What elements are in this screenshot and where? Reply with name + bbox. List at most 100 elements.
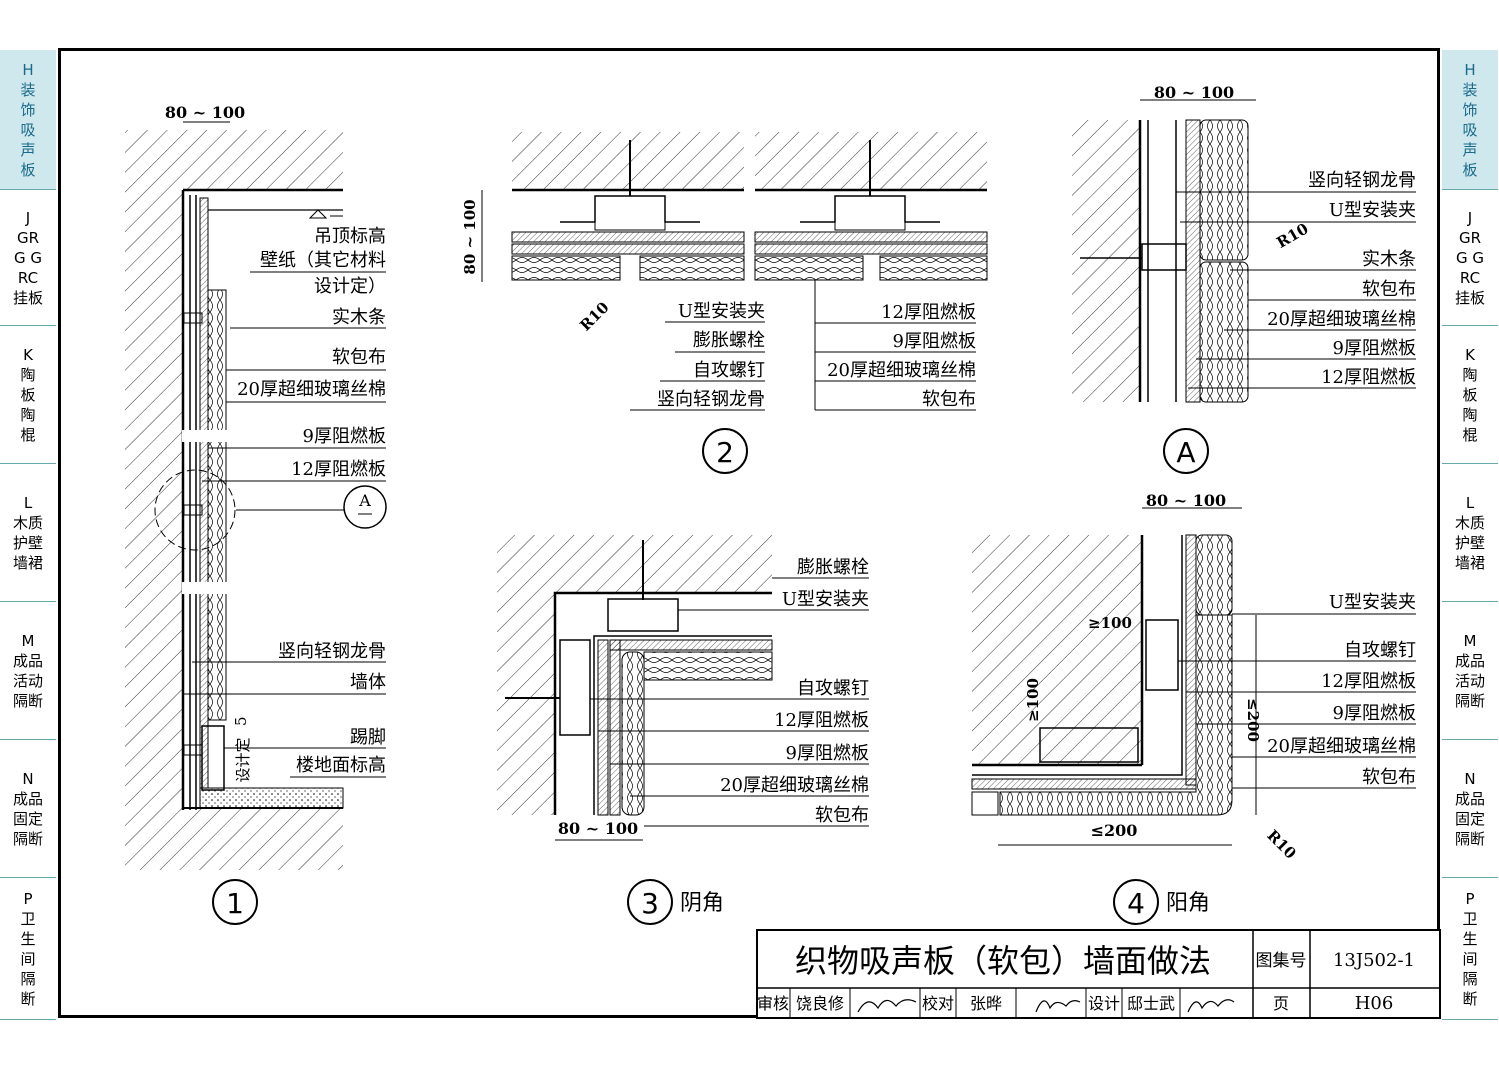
detail-4-number: 4 [1127,887,1145,920]
label-soft-fabric: 软包布 [815,805,869,826]
label-steel-keel: 竖向轻钢龙骨 [278,641,386,662]
check-label: 校对 [922,994,954,1013]
sidebar-item-label: 成品固定隔断 [1454,789,1485,848]
label-u-clip: U型安装夹 [1329,200,1416,221]
sidebar-item-label: 卫生间隔断 [20,909,36,1008]
dim-80-100: 80 ~ 100 [1146,491,1226,510]
reviewer-name: 饶良修 [796,994,844,1013]
detail-3: 80 ~ 100 膨胀螺栓 U型安装夹 自攻螺钉 12厚阻燃板 9厚阻燃板 20… [497,535,869,925]
label-self-tapping-screw: 自攻螺钉 [1344,640,1416,661]
label-u-clip: U型安装夹 [678,301,765,322]
detail-a-letter: A [1176,436,1195,469]
sidebar-item-label: 装饰吸声板 [20,80,36,179]
page-label: 页 [1273,994,1289,1013]
label-12-board: 12厚阻燃板 [881,302,976,323]
sidebar-item-label: 木质护壁墙裙 [1454,513,1485,572]
sidebar-item-label: 成品活动隔断 [1454,651,1485,710]
page-number: H06 [1355,993,1394,1014]
atlas-number: 13J502-1 [1333,950,1415,971]
sidebar-item-label: 卫生间隔断 [1462,909,1478,1008]
label-self-tapping-screw: 自攻螺钉 [693,360,765,381]
sidebar-item-label: 陶板陶棍 [1462,365,1478,444]
sidebar-item-label: GRG GRC 挂板 [1455,228,1486,307]
dim-le-200-d: ≤200 [1091,821,1138,840]
reviewer-signature [857,999,917,1013]
label-9-board: 9厚阻燃板 [786,743,869,764]
dim-5: 5 [232,716,250,726]
label-u-clip: U型安装夹 [1329,592,1416,613]
dim-80-100: 80 ~ 100 [461,199,479,274]
sidebar-item-label: 成品活动隔断 [12,651,43,710]
label-glass-wool: 20厚超细玻璃丝棉 [1267,736,1416,757]
radius-r10: R10 [576,298,612,334]
detail-1-number: 1 [226,887,244,920]
detail-2-number: 2 [716,436,734,469]
label-glass-wool: 20厚超细玻璃丝棉 [1267,309,1416,330]
label-steel-keel: 竖向轻钢龙骨 [657,389,765,410]
detail-3-number: 3 [641,887,659,920]
detail-3-caption: 阴角 [680,891,724,916]
sidebar-item-label: 木质护壁墙裙 [12,513,43,572]
dim-80-100: 80 ~ 100 [1154,83,1234,102]
dim-ge-100-b: ≥100 [1024,678,1042,722]
radius-r10: R10 [1274,220,1312,252]
designer-name: 邸士武 [1127,994,1175,1013]
dim-le-200-c: ≤200 [1244,698,1262,742]
dim-ge-100-a: ≥100 [1088,614,1132,632]
checker-name: 张晔 [970,994,1002,1013]
vertical-note: 设计定 [234,737,252,782]
label-expansion-bolt: 膨胀螺栓 [693,330,765,351]
label-u-clip: U型安装夹 [782,589,869,610]
dim-80-100: 80 ~ 100 [558,819,638,838]
designer-signature [1187,999,1235,1013]
label-9-board: 9厚阻燃板 [1333,703,1416,724]
label-ceiling-level: 吊顶标高 [314,226,386,247]
drawing-title: 织物吸声板（软包）墙面做法 [795,942,1211,980]
detail-2: 80 ~ 100 R10 U型安装夹 膨胀螺栓 自攻螺钉 竖向轻钢龙骨 12厚阻… [461,132,988,474]
sidebar-item-label: 装饰吸声板 [1462,80,1478,179]
label-9-board: 9厚阻燃板 [303,426,386,447]
label-glass-wool: 20厚超细玻璃丝棉 [720,775,869,796]
label-9-board: 9厚阻燃板 [893,331,976,352]
label-floor-level: 楼地面标高 [296,755,386,776]
label-12-board: 12厚阻燃板 [1321,367,1416,388]
radius-r10: R10 [1263,826,1299,862]
label-skirting: 踢脚 [350,727,386,748]
label-soft-fabric: 软包布 [922,389,976,410]
label-wood-strip: 实木条 [1362,249,1416,270]
label-12-board: 12厚阻燃板 [774,710,869,731]
label-9-board: 9厚阻燃板 [1333,338,1416,359]
label-wall: 墙体 [350,672,386,693]
label-expansion-bolt: 膨胀螺栓 [797,557,869,578]
detail-4: 80 ~ 100 ≥100 ≥100 ≤200 ≤200 R10 U型安装夹 自… [971,491,1416,925]
drawing-frame [58,48,1440,1018]
label-wallpaper: 壁纸（其它材料 [260,250,386,271]
label-glass-wool: 20厚超细玻璃丝棉 [827,360,976,381]
title-block: 织物吸声板（软包）墙面做法 图集号 13J502-1 审核 饶良修 校对 张晔 … [756,929,1441,1019]
sidebar-item-label: 成品固定隔断 [12,789,43,848]
detail-4-caption: 阳角 [1166,891,1210,916]
label-soft-fabric: 软包布 [1362,279,1416,300]
checker-signature [1035,1000,1081,1013]
label-soft-fabric: 软包布 [332,347,386,368]
design-label: 设计 [1088,994,1120,1013]
callout-a-letter: A [358,491,371,510]
detail-1: 80 ~ 100 吊顶标高 壁纸（其它材料 设计定） 实木条 软包布 20厚超细… [125,103,387,925]
